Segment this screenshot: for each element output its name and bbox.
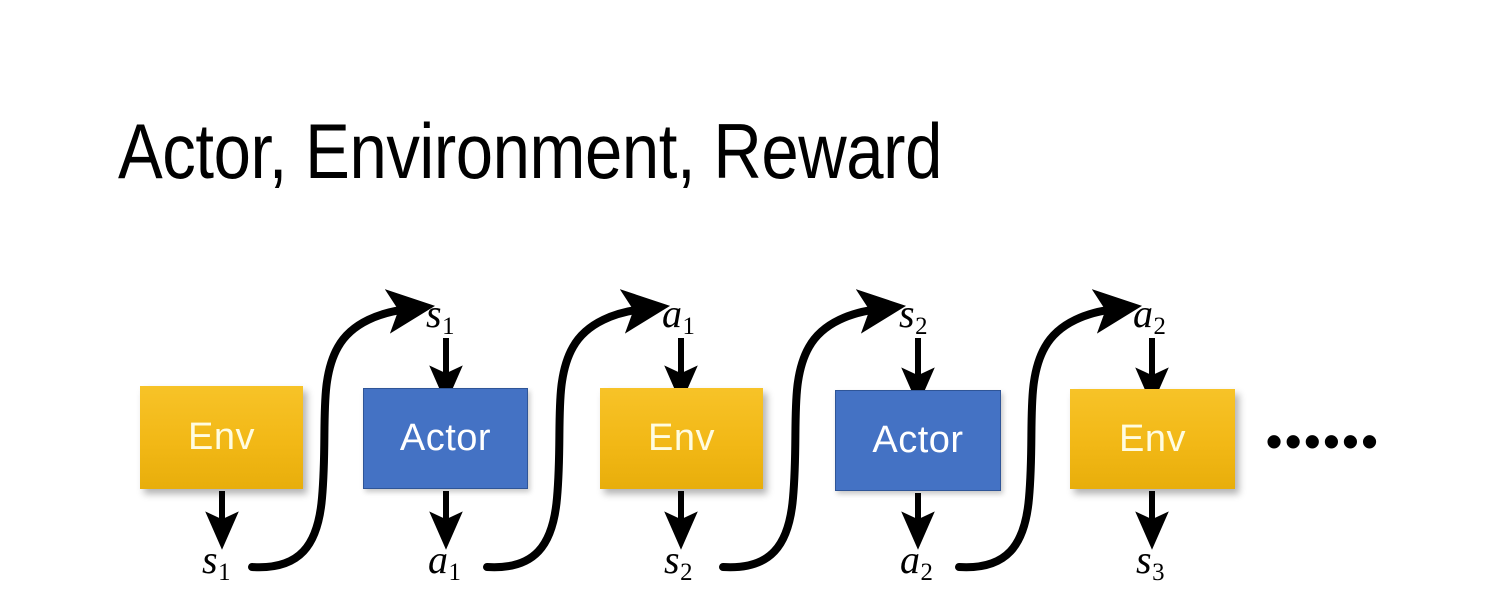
state-action-label-bot-a2: a2 [900, 537, 933, 586]
node-box-env2[interactable]: Env [600, 388, 763, 489]
var-base: a [1133, 291, 1153, 336]
node-label: Env [1119, 417, 1186, 460]
var-base: s [426, 291, 442, 336]
page-title: Actor, Environment, Reward [118, 107, 942, 195]
var-base: s [1136, 537, 1152, 582]
var-subscript: 1 [448, 559, 461, 587]
var-base: a [662, 291, 682, 336]
var-subscript: 2 [915, 313, 928, 341]
node-label: Actor [399, 417, 492, 459]
var-subscript: 2 [920, 559, 933, 587]
node-label: Actor [872, 419, 964, 461]
var-base: a [900, 537, 920, 582]
state-action-label-top-s1: s1 [426, 291, 454, 340]
var-subscript: 3 [1152, 559, 1165, 587]
node-box-env1[interactable]: Env [140, 386, 303, 489]
node-box-env3[interactable]: Env [1070, 389, 1235, 489]
state-action-label-bot-s2: s2 [664, 537, 692, 586]
node-box-actor2[interactable]: Actor [835, 390, 1001, 491]
node-label: Env [188, 416, 255, 458]
state-action-label-top-a2: a2 [1133, 291, 1166, 340]
var-base: s [202, 537, 218, 582]
var-subscript: 1 [218, 559, 231, 587]
ellipsis-continuation: •••••• [1266, 415, 1381, 467]
var-subscript: 1 [682, 313, 695, 341]
var-subscript: 2 [1153, 313, 1166, 341]
var-base: s [899, 291, 915, 336]
node-box-actor1[interactable]: Actor [363, 388, 528, 489]
state-action-label-bot-a1: a1 [428, 537, 461, 586]
var-subscript: 2 [680, 559, 693, 587]
state-action-label-top-a1: a1 [662, 291, 695, 340]
node-label: Env [648, 417, 715, 459]
state-action-label-bot-s3: s3 [1136, 537, 1164, 586]
state-action-label-bot-s1: s1 [202, 537, 230, 586]
var-base: a [428, 537, 448, 582]
var-subscript: 1 [442, 313, 455, 341]
var-base: s [664, 537, 680, 582]
state-action-label-top-s2: s2 [899, 291, 927, 340]
